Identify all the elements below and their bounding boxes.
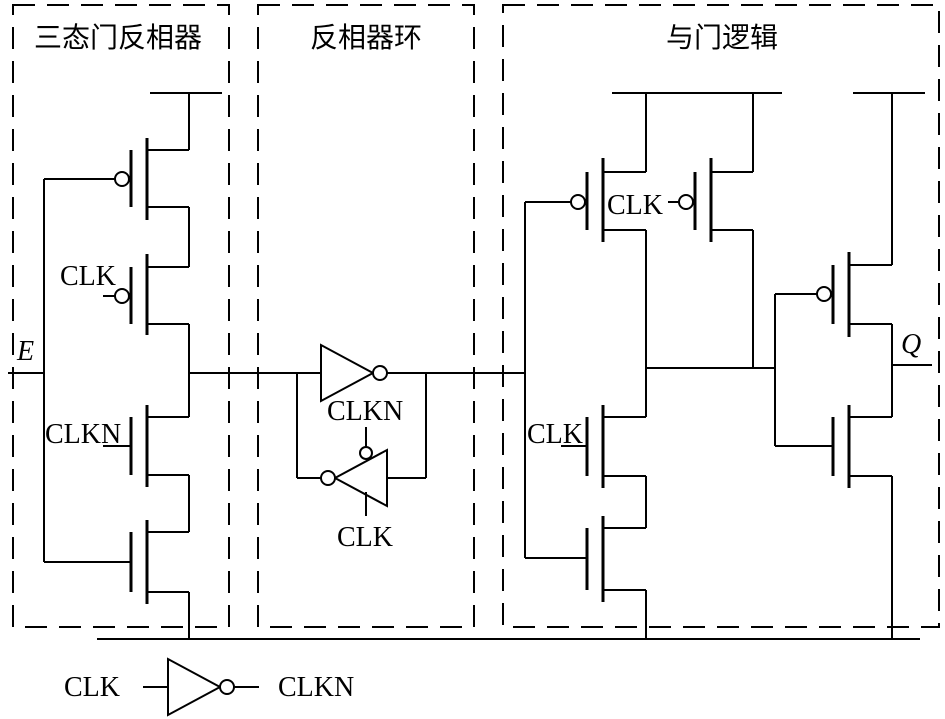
feedback-enable-bubble (359, 446, 373, 460)
clk-label-ring: CLK (337, 522, 393, 553)
output-q-label: Q (901, 329, 921, 360)
forward-inverter-bubble (372, 365, 388, 381)
clkn-label-ring: CLKN (327, 396, 403, 427)
forward-inverter (320, 343, 376, 403)
feedback-inverter (332, 448, 388, 508)
legend-inverter-bubble (219, 679, 235, 695)
nmos-clkn-transistor (103, 405, 189, 487)
pmos-clk-transistor (103, 254, 189, 335)
pmos-a-transistor (525, 158, 646, 242)
ring-section-title: 反相器环 (310, 22, 422, 54)
nmos-e-transistor (44, 520, 189, 604)
nmos-b-transistor (525, 516, 646, 602)
pmos-b-bubble (678, 194, 694, 210)
and-logic: CLK CLK (524, 92, 932, 639)
clkn-label-tristate: CLKN (45, 419, 121, 450)
legend-clk-label: CLK (64, 672, 120, 703)
input-e-label: E (16, 336, 34, 367)
legend-inverter: CLK CLKN (64, 657, 354, 717)
and-logic-section-title: 与门逻辑 (666, 22, 778, 54)
ring-section-box (257, 4, 475, 628)
nmos-a-transistor (561, 405, 646, 488)
pmos-b-transistor (668, 158, 753, 242)
pmos-clk-bubble (114, 288, 130, 304)
tristate-section-title: 三态门反相器 (34, 22, 202, 54)
clk-label-tristate: CLK (60, 261, 116, 292)
tristate-section-box (12, 4, 230, 628)
and-logic-section-box (502, 4, 940, 628)
legend-inverter-symbol (167, 657, 223, 717)
pmos-a-bubble (570, 194, 586, 210)
clk-label-and-pmos: CLK (607, 190, 663, 221)
clk-label-and-nmos: CLK (527, 419, 583, 450)
tristate-inverter: CLK CLKN E (8, 92, 222, 639)
pmos-e-bubble (114, 171, 130, 187)
output-nmos-transistor (831, 405, 892, 488)
pmos-e-transistor (114, 138, 189, 220)
inverter-ring: CLKN CLK (296, 343, 525, 553)
output-pmos-transistor (816, 252, 892, 337)
feedback-inverter-bubble (320, 470, 336, 486)
legend-clkn-label: CLKN (278, 672, 354, 703)
output-pmos-bubble (816, 286, 832, 302)
